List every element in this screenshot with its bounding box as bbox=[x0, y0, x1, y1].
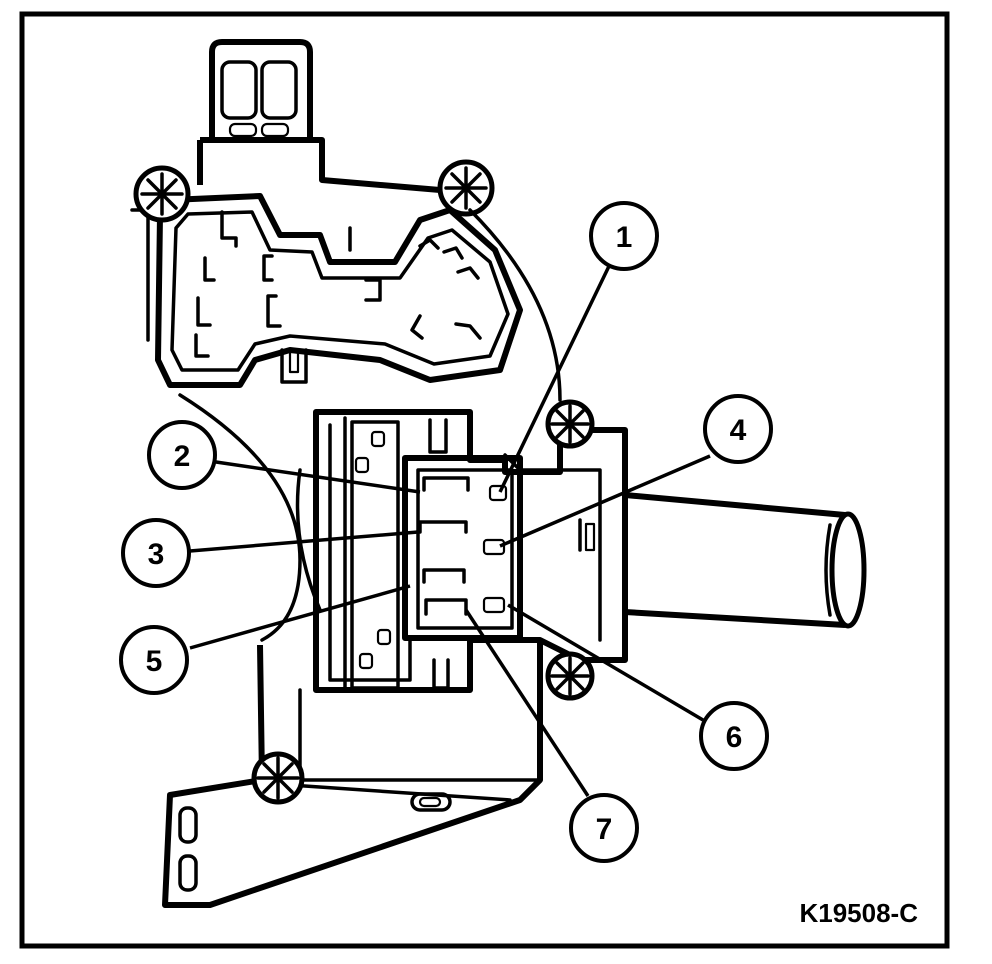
callout-6: 6 bbox=[699, 701, 769, 771]
callout-2: 2 bbox=[147, 420, 217, 490]
callout-1: 1 bbox=[589, 201, 659, 271]
screw-upper-right bbox=[437, 159, 495, 217]
callout-5: 5 bbox=[119, 625, 189, 695]
screw-lower-right bbox=[545, 651, 595, 701]
callout-5-label: 5 bbox=[146, 645, 163, 678]
callout-3: 3 bbox=[121, 518, 191, 588]
screw-lower-left bbox=[251, 751, 305, 805]
callout-1-label: 1 bbox=[616, 221, 633, 254]
leader-lines bbox=[189, 261, 711, 797]
callout-4-label: 4 bbox=[730, 414, 747, 447]
upper-housing bbox=[130, 39, 523, 388]
switch-assembly bbox=[313, 409, 628, 693]
callout-3-label: 3 bbox=[148, 538, 165, 571]
steering-shaft bbox=[624, 492, 867, 629]
screw-upper-left bbox=[133, 165, 191, 223]
callout-2-label: 2 bbox=[174, 440, 191, 473]
callout-7-label: 7 bbox=[596, 813, 613, 846]
screw-middle-right bbox=[545, 399, 595, 449]
callout-7: 7 bbox=[569, 793, 639, 863]
reference-code: K19508-C bbox=[799, 898, 918, 928]
callout-4: 4 bbox=[703, 394, 773, 464]
callout-6-label: 6 bbox=[726, 721, 743, 754]
